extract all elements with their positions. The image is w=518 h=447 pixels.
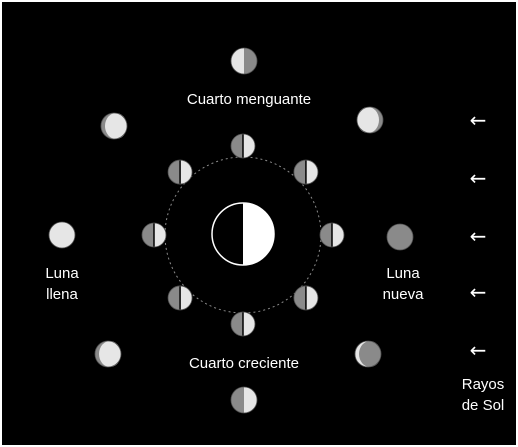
moon-orbit-icon — [167, 159, 193, 185]
moon-phase-icon — [386, 223, 414, 251]
moon-phase-icon — [230, 386, 258, 414]
orbit-moons — [141, 133, 345, 337]
moon-phase-icon — [48, 221, 76, 249]
moon-orbit-icon — [167, 285, 193, 311]
label-new-moon-line2: nueva — [383, 286, 425, 303]
moon-orbit-icon — [293, 159, 319, 185]
arrow-left-icon: ← — [470, 108, 487, 132]
label-full-moon-line1: Luna — [45, 265, 79, 282]
label-new-moon-line1: Luna — [386, 265, 420, 282]
moon-phase-icon — [356, 106, 384, 134]
label-sun-rays-line2: de Sol — [462, 397, 505, 414]
moon-orbit-icon — [141, 222, 167, 248]
label-first-quarter: Cuarto creciente — [189, 355, 299, 372]
moon-orbit-icon — [230, 133, 256, 159]
label-last-quarter: Cuarto menguante — [187, 91, 311, 108]
moon-orbit-icon — [319, 222, 345, 248]
arrow-left-icon: ← — [470, 338, 487, 362]
moon-phase-icon — [354, 340, 382, 368]
phase-moons — [48, 47, 414, 414]
arrow-left-icon: ← — [470, 280, 487, 304]
earth-icon — [211, 202, 275, 266]
arrow-left-icon: ← — [470, 224, 487, 248]
label-full-moon-line2: llena — [46, 286, 78, 303]
label-sun-rays-line1: Rayos — [462, 376, 505, 393]
moon-orbit-icon — [230, 311, 256, 337]
moon-orbit-icon — [293, 285, 319, 311]
moon-phase-icon — [100, 112, 128, 140]
earth-outline — [211, 202, 275, 266]
sun-rays: ← ← ← ← ← — [470, 108, 487, 362]
arrow-left-icon: ← — [470, 166, 487, 190]
earth-lit-side — [243, 203, 274, 265]
moon-phase-icon — [230, 47, 258, 75]
moon-phase-icon — [94, 340, 122, 368]
